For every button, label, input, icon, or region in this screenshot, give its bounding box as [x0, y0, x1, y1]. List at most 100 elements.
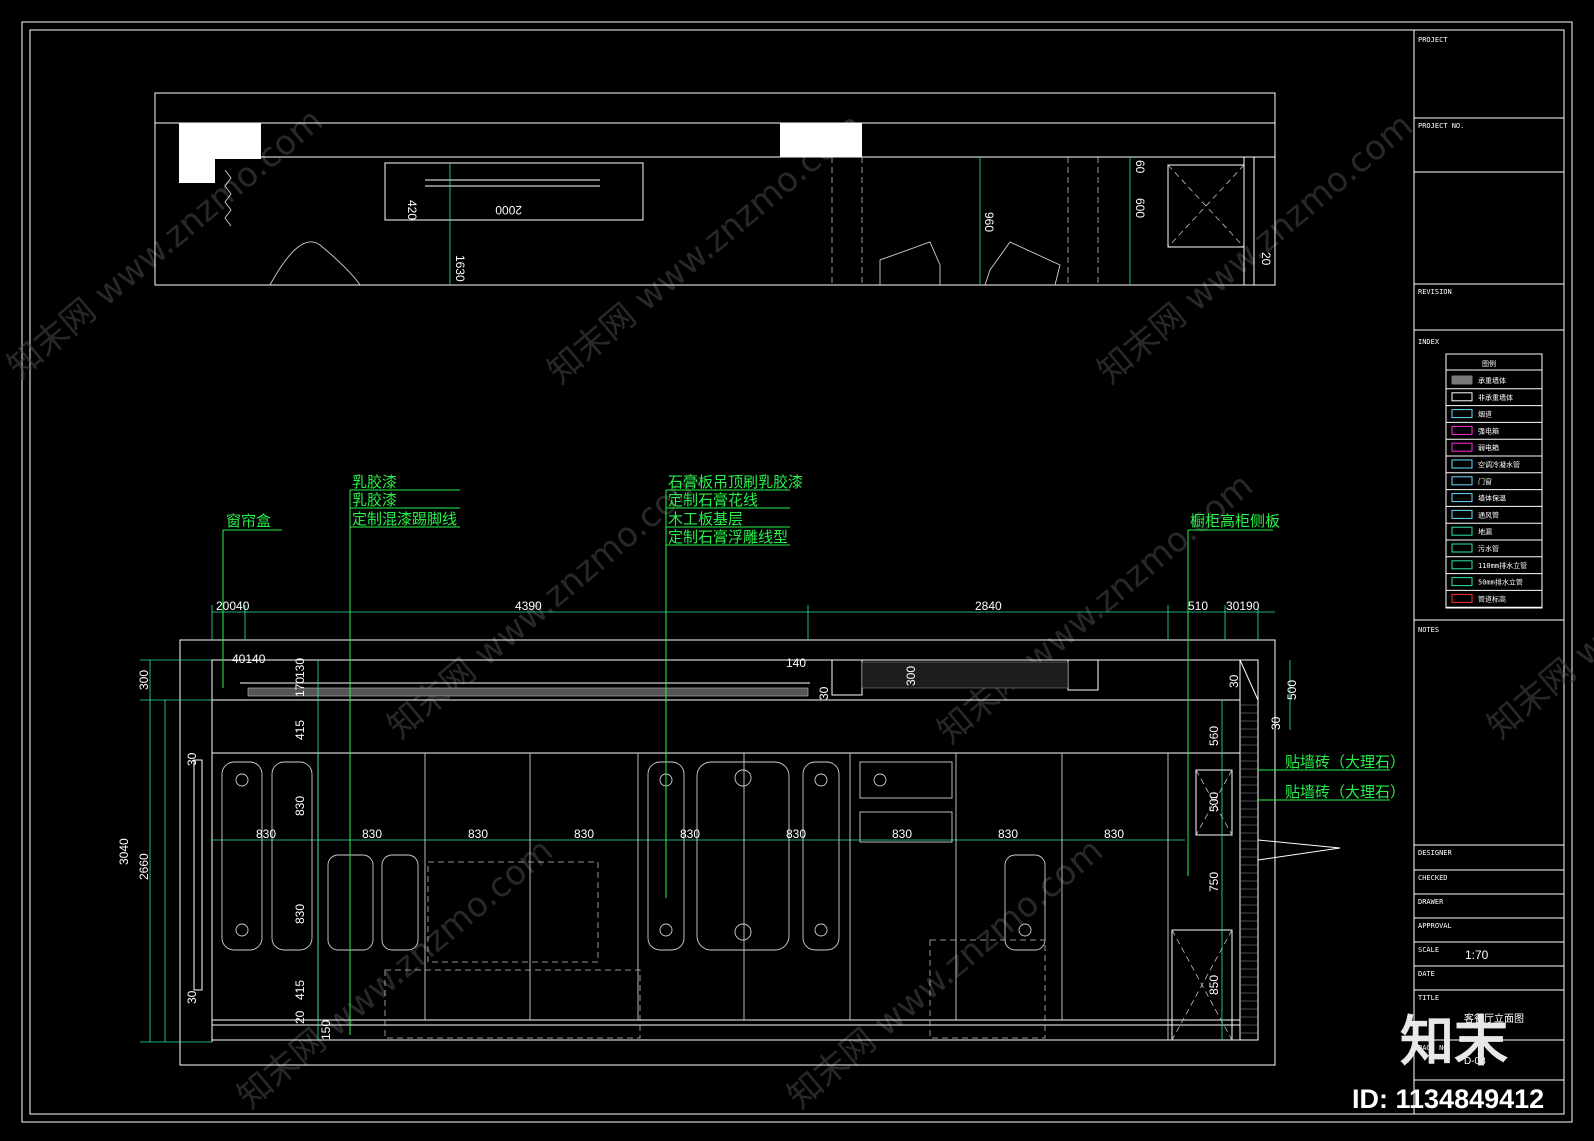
dim-label: 830 — [256, 827, 276, 841]
legend-item: 墙体保温 — [1478, 494, 1506, 503]
dim-label: 2000 — [495, 203, 522, 217]
annotations: 窗帘盒 乳胶漆 乳胶漆 定制混漆踢脚线 石膏板吊顶刷乳胶漆 定制石膏花线 木工板… — [226, 473, 1405, 801]
legend-item: 110mm排水立管 — [1478, 561, 1527, 570]
dim-label: 500 — [1207, 792, 1221, 812]
dim-label: 850 — [1207, 975, 1221, 995]
dim-label: 500 — [1285, 680, 1299, 700]
legend-swatch — [1451, 593, 1473, 603]
legend-item: 弱电箱 — [1478, 443, 1499, 452]
legend-swatch — [1451, 560, 1473, 570]
legend-title: 图例 — [1482, 359, 1496, 368]
dim-label: 30 — [185, 990, 199, 1004]
elevation-view — [179, 639, 1341, 1066]
drawing-frame — [21, 21, 1573, 1123]
title-block: PROJECT PROJECT NO. REVISION INDEX NOTES… — [1414, 36, 1564, 1081]
note-latex: 乳胶漆 — [352, 473, 397, 491]
legend-item: 通风管 — [1478, 510, 1499, 519]
watermark: 知末网 www.znzmo.com — [0, 100, 331, 386]
note-wall-tile: 贴墙砖（大理石） — [1285, 753, 1405, 771]
note-wall-tile: 贴墙砖（大理石） — [1285, 783, 1405, 801]
dim-label: 2660 — [137, 853, 151, 880]
chair-symbol — [984, 241, 1061, 286]
brand-logo: 知末 — [1400, 1010, 1508, 1073]
dim-label: 300 — [137, 670, 151, 690]
tb-approval: APPROVAL — [1418, 922, 1452, 930]
legend-item: 非承重墙体 — [1478, 393, 1513, 402]
legend-item: 污水管 — [1478, 544, 1499, 553]
dim-label: 30 — [1227, 674, 1241, 688]
tb-project: PROJECT — [1418, 36, 1448, 44]
legend-swatch — [1451, 493, 1473, 503]
tb-title-value: 客餐厅立面图 — [1464, 1012, 1524, 1025]
plan-dimensions: 420 2000 1630 960 60 600 20 — [405, 160, 1273, 282]
dim-label: 20040 — [216, 599, 250, 613]
brick-hatch — [1240, 704, 1258, 1034]
id-label: ID: 1134849412 — [1352, 1084, 1544, 1114]
dim-label: 3040 — [117, 838, 131, 865]
decor-panels — [221, 761, 1046, 1039]
dim-label: 60 — [1133, 160, 1147, 174]
dim-label: 830 — [1104, 827, 1124, 841]
tb-checked: CHECKED — [1418, 874, 1448, 882]
note-latex: 乳胶漆 — [352, 491, 397, 509]
tb-title-label: TITLE — [1418, 994, 1439, 1002]
tb-drawer: DRAWER — [1418, 898, 1444, 906]
tb-index: INDEX — [1418, 338, 1440, 346]
dim-label: 830 — [574, 827, 594, 841]
dim-label: 600 — [1133, 198, 1147, 218]
watermark: 知末网 www.znzmo.com — [380, 460, 711, 746]
dim-label: 170 — [293, 677, 307, 697]
note-plaster-line: 定制石膏花线 — [668, 491, 758, 509]
dim-label: 140 — [786, 656, 806, 670]
watermark: 知末网 www.znzmo.com — [230, 830, 561, 1116]
dim-label: 415 — [293, 720, 307, 740]
legend-swatch — [1451, 392, 1473, 402]
dim-label: 830 — [998, 827, 1018, 841]
tb-revision: REVISION — [1418, 288, 1452, 296]
legend-swatch — [1451, 425, 1473, 435]
dimension-labels: 20040 4390 2840 510 30190 40140 140 30 3… — [117, 599, 1299, 1040]
dim-label: 830 — [293, 796, 307, 816]
chair-symbol — [879, 241, 941, 285]
dimension-lines — [140, 605, 1291, 1043]
dim-label: 510 — [1188, 599, 1208, 613]
dim-label: 830 — [362, 827, 382, 841]
tb-page-value: D-03 — [1464, 1056, 1486, 1067]
note-ceiling: 石膏板吊顶刷乳胶漆 — [668, 473, 803, 491]
dim-label: 2840 — [975, 599, 1002, 613]
legend-swatch — [1451, 459, 1473, 469]
legend-swatch — [1451, 543, 1473, 553]
tb-project-no: PROJECT NO. — [1418, 122, 1464, 130]
chair-symbol — [269, 241, 361, 286]
legend-swatch — [1451, 577, 1473, 587]
dim-label: 830 — [293, 904, 307, 924]
note-skirting: 定制混漆踢脚线 — [352, 510, 457, 528]
dim-label: 30 — [817, 686, 831, 700]
dim-label: 300 — [904, 666, 918, 686]
leader-lines — [222, 489, 1390, 1035]
legend-table: 图例 承重墙体非承重墙体烟道强电箱弱电箱空调冷凝水管门窗墙体保温通风管地漏污水管… — [1445, 353, 1543, 609]
watermark: 知末网 www.znzmo.com — [780, 830, 1111, 1116]
legend-swatch — [1451, 442, 1473, 452]
dim-label: 130 — [293, 658, 307, 678]
watermark: 知末网 www.znzmo.com — [1090, 105, 1421, 391]
dim-label: 20 — [293, 1010, 307, 1024]
plan-view — [154, 92, 1276, 286]
dim-label: 830 — [680, 827, 700, 841]
note-relief: 定制石膏浮雕线型 — [668, 528, 788, 546]
dim-label: 830 — [786, 827, 806, 841]
dim-label: 30190 — [1226, 599, 1260, 613]
dim-label: 960 — [982, 212, 996, 232]
dim-label: 1630 — [453, 255, 467, 282]
legend-item: 50mm排水立管 — [1478, 578, 1523, 587]
legend-item: 门窗 — [1478, 477, 1492, 486]
legend-item: 强电箱 — [1478, 426, 1499, 435]
dim-label: 420 — [405, 200, 419, 220]
legend-swatch — [1451, 375, 1473, 385]
watermark: 知末网 www.znzmo.com — [1480, 460, 1594, 746]
tb-notes: NOTES — [1418, 626, 1439, 634]
dim-label: 30 — [1269, 716, 1283, 730]
legend-swatch — [1451, 526, 1473, 536]
tb-scale-label: SCALE — [1418, 946, 1439, 954]
